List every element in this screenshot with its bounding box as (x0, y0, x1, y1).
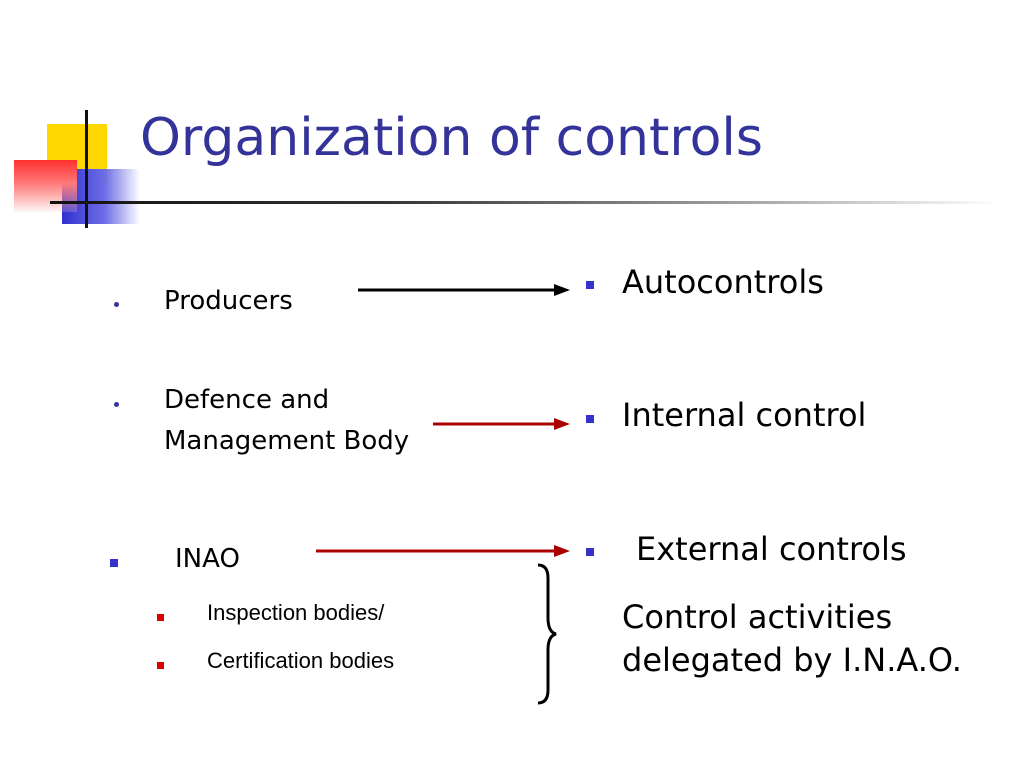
bullet-square-icon (586, 415, 594, 423)
bullet-dot-icon (114, 302, 119, 307)
arrow-producers (358, 284, 570, 296)
bullet-red-square-icon (157, 614, 164, 621)
internal-control-label: Internal control (622, 396, 867, 434)
producers-label: Producers (164, 286, 293, 316)
bullet-square-icon (586, 548, 594, 556)
certification-bodies-label: Certification bodies (207, 648, 395, 673)
logo-vertical-line (85, 110, 88, 228)
external-controls-label: External controls (636, 530, 907, 568)
bullet-dot-icon (114, 402, 119, 407)
defence-label-line2: Management Body (164, 426, 410, 456)
bullet-square-icon (586, 281, 594, 289)
bullet-square-icon (110, 559, 118, 567)
delegated-label-line1: Control activities (622, 598, 893, 636)
right-curly-brace (537, 563, 557, 705)
autocontrols-label: Autocontrols (622, 263, 824, 301)
arrow-defence (433, 418, 570, 430)
slide-title: Organization of controls (140, 108, 763, 168)
inao-label: INAO (175, 544, 240, 574)
arrow-inao (316, 545, 570, 557)
bullet-red-square-icon (157, 662, 164, 669)
delegated-label-line2: delegated by I.N.A.O. (622, 641, 962, 679)
defence-label-line1: Defence and (164, 385, 330, 415)
title-underline (50, 201, 1000, 204)
inspection-bodies-label: Inspection bodies/ (207, 600, 385, 625)
